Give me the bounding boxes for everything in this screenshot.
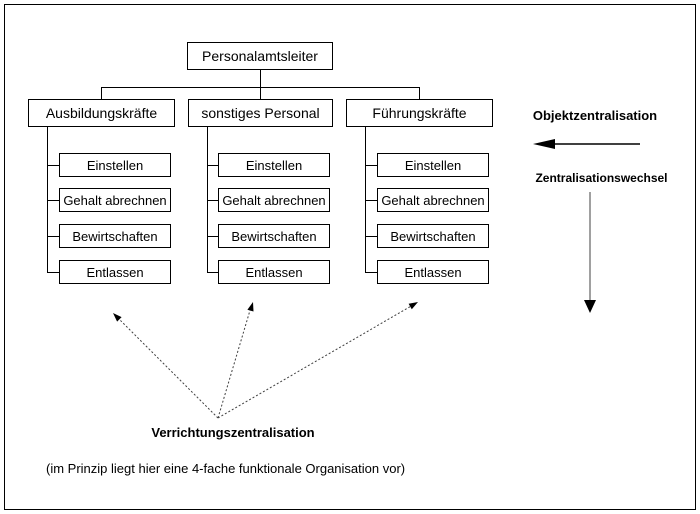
task-col2-bewirtschaften: Bewirtschaften <box>218 224 330 248</box>
task-col1-entlassen: Entlassen <box>59 260 171 284</box>
task-col2-einstellen: Einstellen <box>218 153 330 177</box>
task-col2-gehalt-abrechnen: Gehalt abrechnen <box>218 188 330 212</box>
task-label: Bewirtschaften <box>72 228 158 244</box>
task-label: Gehalt abrechnen <box>381 192 485 208</box>
task-label: Gehalt abrechnen <box>63 192 167 208</box>
label-objektzentralisation: Objektzentralisation <box>532 108 658 123</box>
label-zentralisationswechsel: Zentralisationswechsel <box>535 171 668 185</box>
task-label: Bewirtschaften <box>390 228 476 244</box>
task-label: Entlassen <box>86 264 144 280</box>
node-label: Ausbildungskräfte <box>45 105 158 121</box>
node-label: Führungskräfte <box>372 105 467 121</box>
node-label: sonstiges Personal <box>201 105 320 121</box>
task-col3-einstellen: Einstellen <box>377 153 489 177</box>
task-label: Bewirtschaften <box>231 228 317 244</box>
task-label: Einstellen <box>245 157 303 173</box>
task-col3-entlassen: Entlassen <box>377 260 489 284</box>
node-sonstiges-personal: sonstiges Personal <box>188 99 333 127</box>
task-col1-bewirtschaften: Bewirtschaften <box>59 224 171 248</box>
note-text: (im Prinzip liegt hier eine 4-fache funk… <box>46 461 406 476</box>
label-verrichtungszentralisation: Verrichtungszentralisation <box>151 425 315 440</box>
task-label: Gehalt abrechnen <box>222 192 326 208</box>
task-col1-einstellen: Einstellen <box>59 153 171 177</box>
task-label: Entlassen <box>404 264 462 280</box>
task-label: Einstellen <box>86 157 144 173</box>
task-col3-bewirtschaften: Bewirtschaften <box>377 224 489 248</box>
node-ausbildungskraefte: Ausbildungskräfte <box>28 99 175 127</box>
node-label: Personalamtsleiter <box>202 48 318 64</box>
node-fuehrungskraefte: Führungskräfte <box>346 99 493 127</box>
task-label: Einstellen <box>404 157 462 173</box>
task-col2-entlassen: Entlassen <box>218 260 330 284</box>
task-col3-gehalt-abrechnen: Gehalt abrechnen <box>377 188 489 212</box>
task-col1-gehalt-abrechnen: Gehalt abrechnen <box>59 188 171 212</box>
node-personalamtsleiter: Personalamtsleiter <box>187 42 333 70</box>
task-label: Entlassen <box>245 264 303 280</box>
diagram-border-frame <box>4 4 696 510</box>
